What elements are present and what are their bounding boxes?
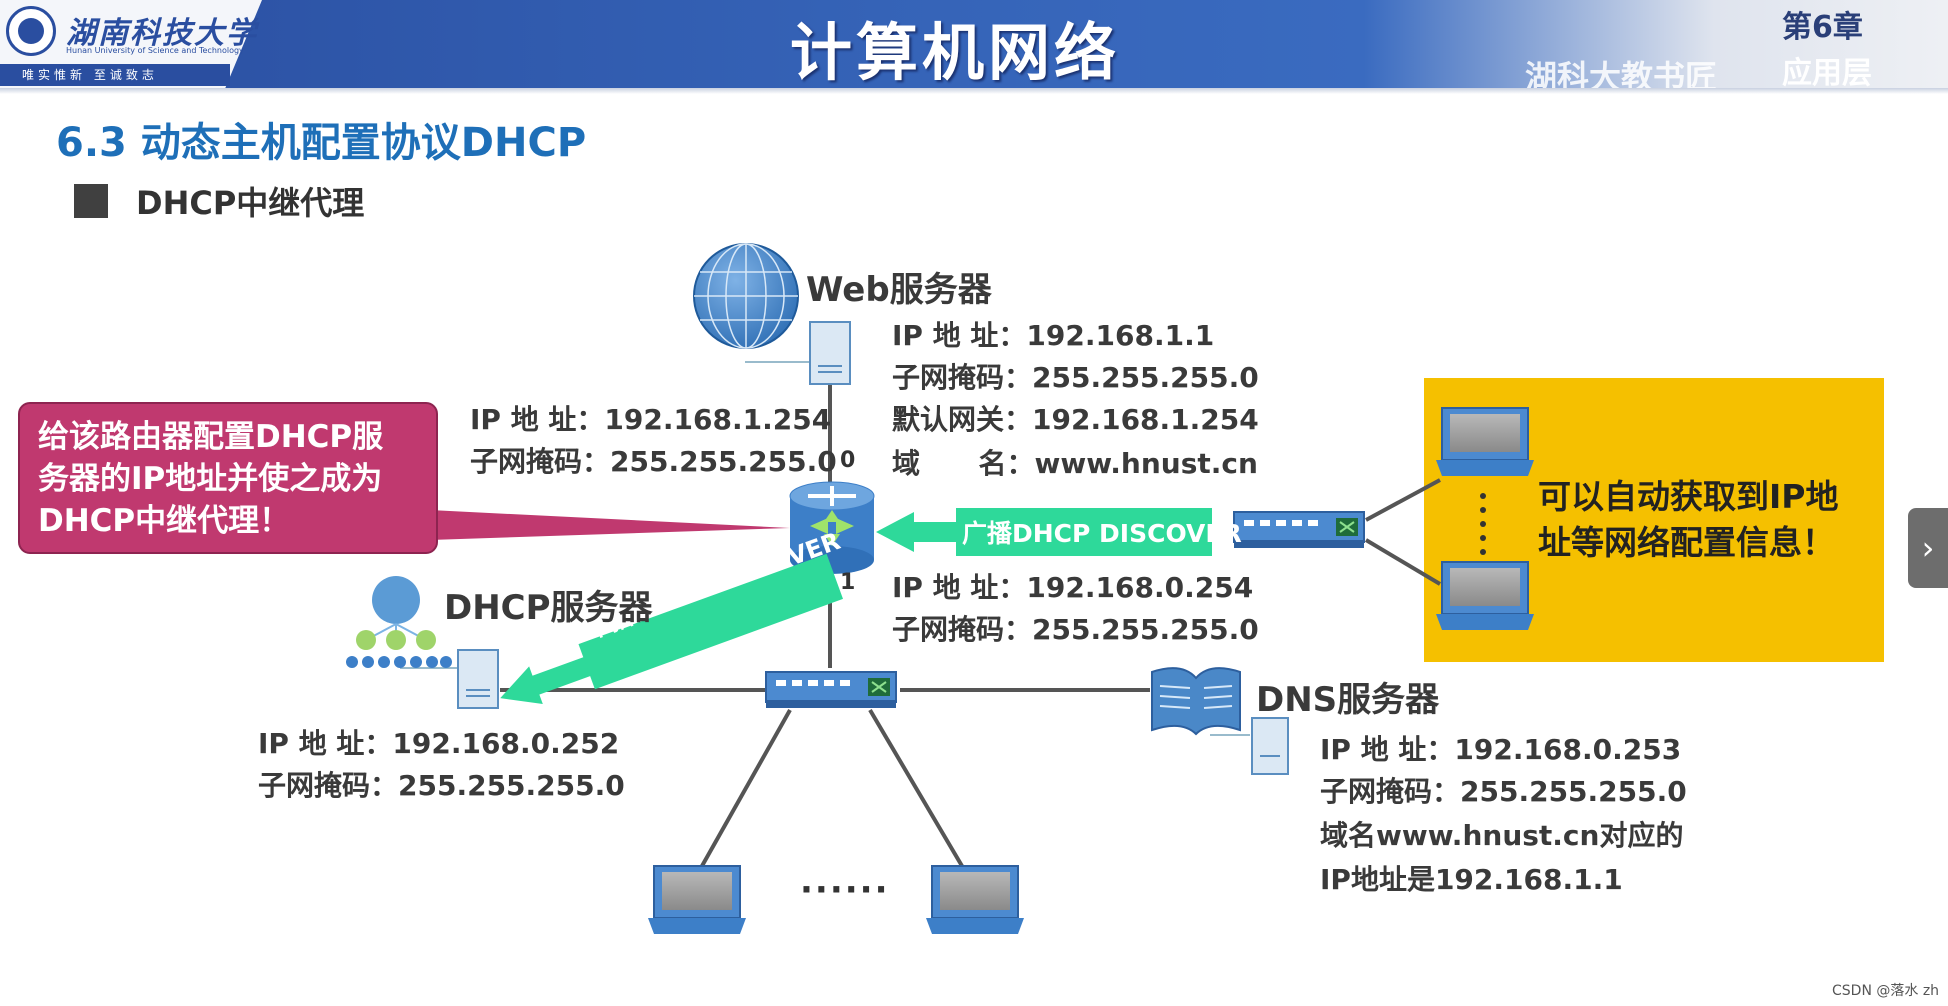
globe-icon: [693, 243, 799, 349]
dhcp-server-ip: IP 地 址：192.168.0.252: [258, 727, 620, 760]
section-title: 6.3 动态主机配置协议DHCP: [56, 120, 587, 166]
more-hosts-ellipsis: ······: [800, 870, 890, 910]
router-if1-mask: 子网掩码：255.255.255.0: [892, 613, 1259, 646]
broadcast-arrow: [876, 508, 1212, 556]
chapter-name: 应用层: [1782, 56, 1872, 91]
dhcp-server-mask: 子网掩码：255.255.255.0: [258, 769, 625, 802]
dns-server-mask: 子网掩码：255.255.255.0: [1320, 775, 1687, 808]
unicast-arrow: [500, 553, 843, 704]
chapter-number: 第6章: [1782, 10, 1863, 45]
dns-server-ip: IP 地 址：192.168.0.253: [1320, 733, 1682, 766]
callout-line: 务器的IP地址并使之成为: [38, 461, 383, 497]
logo-name-en: Hunan University of Science and Technolo…: [66, 46, 244, 55]
router-if1-ip: IP 地 址：192.168.0.254: [892, 571, 1254, 604]
laptop-icon: [1436, 407, 1534, 476]
subsection-title: DHCP中继代理: [136, 184, 365, 222]
university-seal-icon: [6, 6, 56, 56]
footer-credit: CSDN @落水 zh: [1832, 983, 1940, 999]
dns-server-note: 域名www.hnust.cn对应的: [1320, 819, 1684, 852]
dhcp-server-label: DHCP服务器: [444, 588, 653, 628]
web-server-gateway: 默认网关：192.168.1.254: [892, 403, 1259, 436]
callout-line: 给该路由器配置DHCP服: [38, 419, 384, 455]
right-switch-icon: [1233, 511, 1365, 548]
router-if1-label: 1: [840, 570, 856, 595]
web-server-ip: IP 地 址：192.168.1.1: [892, 319, 1215, 352]
central-switch-icon: [765, 671, 897, 708]
next-slide-button[interactable]: ›: [1908, 508, 1948, 588]
dns-server-icon: [1151, 667, 1289, 775]
router-if0-label: 0: [840, 448, 856, 473]
auto-config-text: 可以自动获取到IP地址等网络配置信息！: [1538, 477, 1839, 562]
web-server-icon: [809, 321, 851, 385]
course-title: 计算机网络: [790, 16, 1121, 89]
web-server-mask: 子网掩码：255.255.255.0: [892, 361, 1259, 394]
more-hosts-dots: [1480, 493, 1486, 555]
header-bar: [0, 0, 1948, 88]
laptop-icon: [926, 865, 1024, 934]
bullet-square-icon: [74, 184, 108, 218]
broadcast-label: 广播DHCP DISCOVER: [962, 519, 1242, 548]
logo-motto: 唯实惟新 至诚致志: [0, 64, 230, 86]
laptop-icon: [648, 865, 746, 934]
logo-name-cn: 湖南科技大学: [66, 16, 258, 51]
router-if0-ip: IP 地 址：192.168.1.254: [470, 403, 832, 436]
callout-pointer: [430, 510, 790, 540]
header-shadow: [0, 88, 1948, 94]
callout-line: DHCP中继代理！: [38, 503, 291, 539]
relay-callout: 给该路由器配置DHCP服 务器的IP地址并使之成为 DHCP中继代理！: [18, 402, 438, 554]
web-server-domain: 域 名：www.hnust.cn: [892, 447, 1258, 480]
dns-server-note: IP地址是192.168.1.1: [1320, 863, 1623, 896]
dhcp-server-icon: [346, 576, 499, 709]
web-server-label: Web服务器: [806, 270, 992, 310]
dns-server-label: DNS服务器: [1256, 680, 1440, 720]
laptop-icon: [1436, 561, 1534, 630]
router-icon: [789, 481, 875, 574]
router-if0-mask: 子网掩码：255.255.255.0: [470, 445, 837, 478]
